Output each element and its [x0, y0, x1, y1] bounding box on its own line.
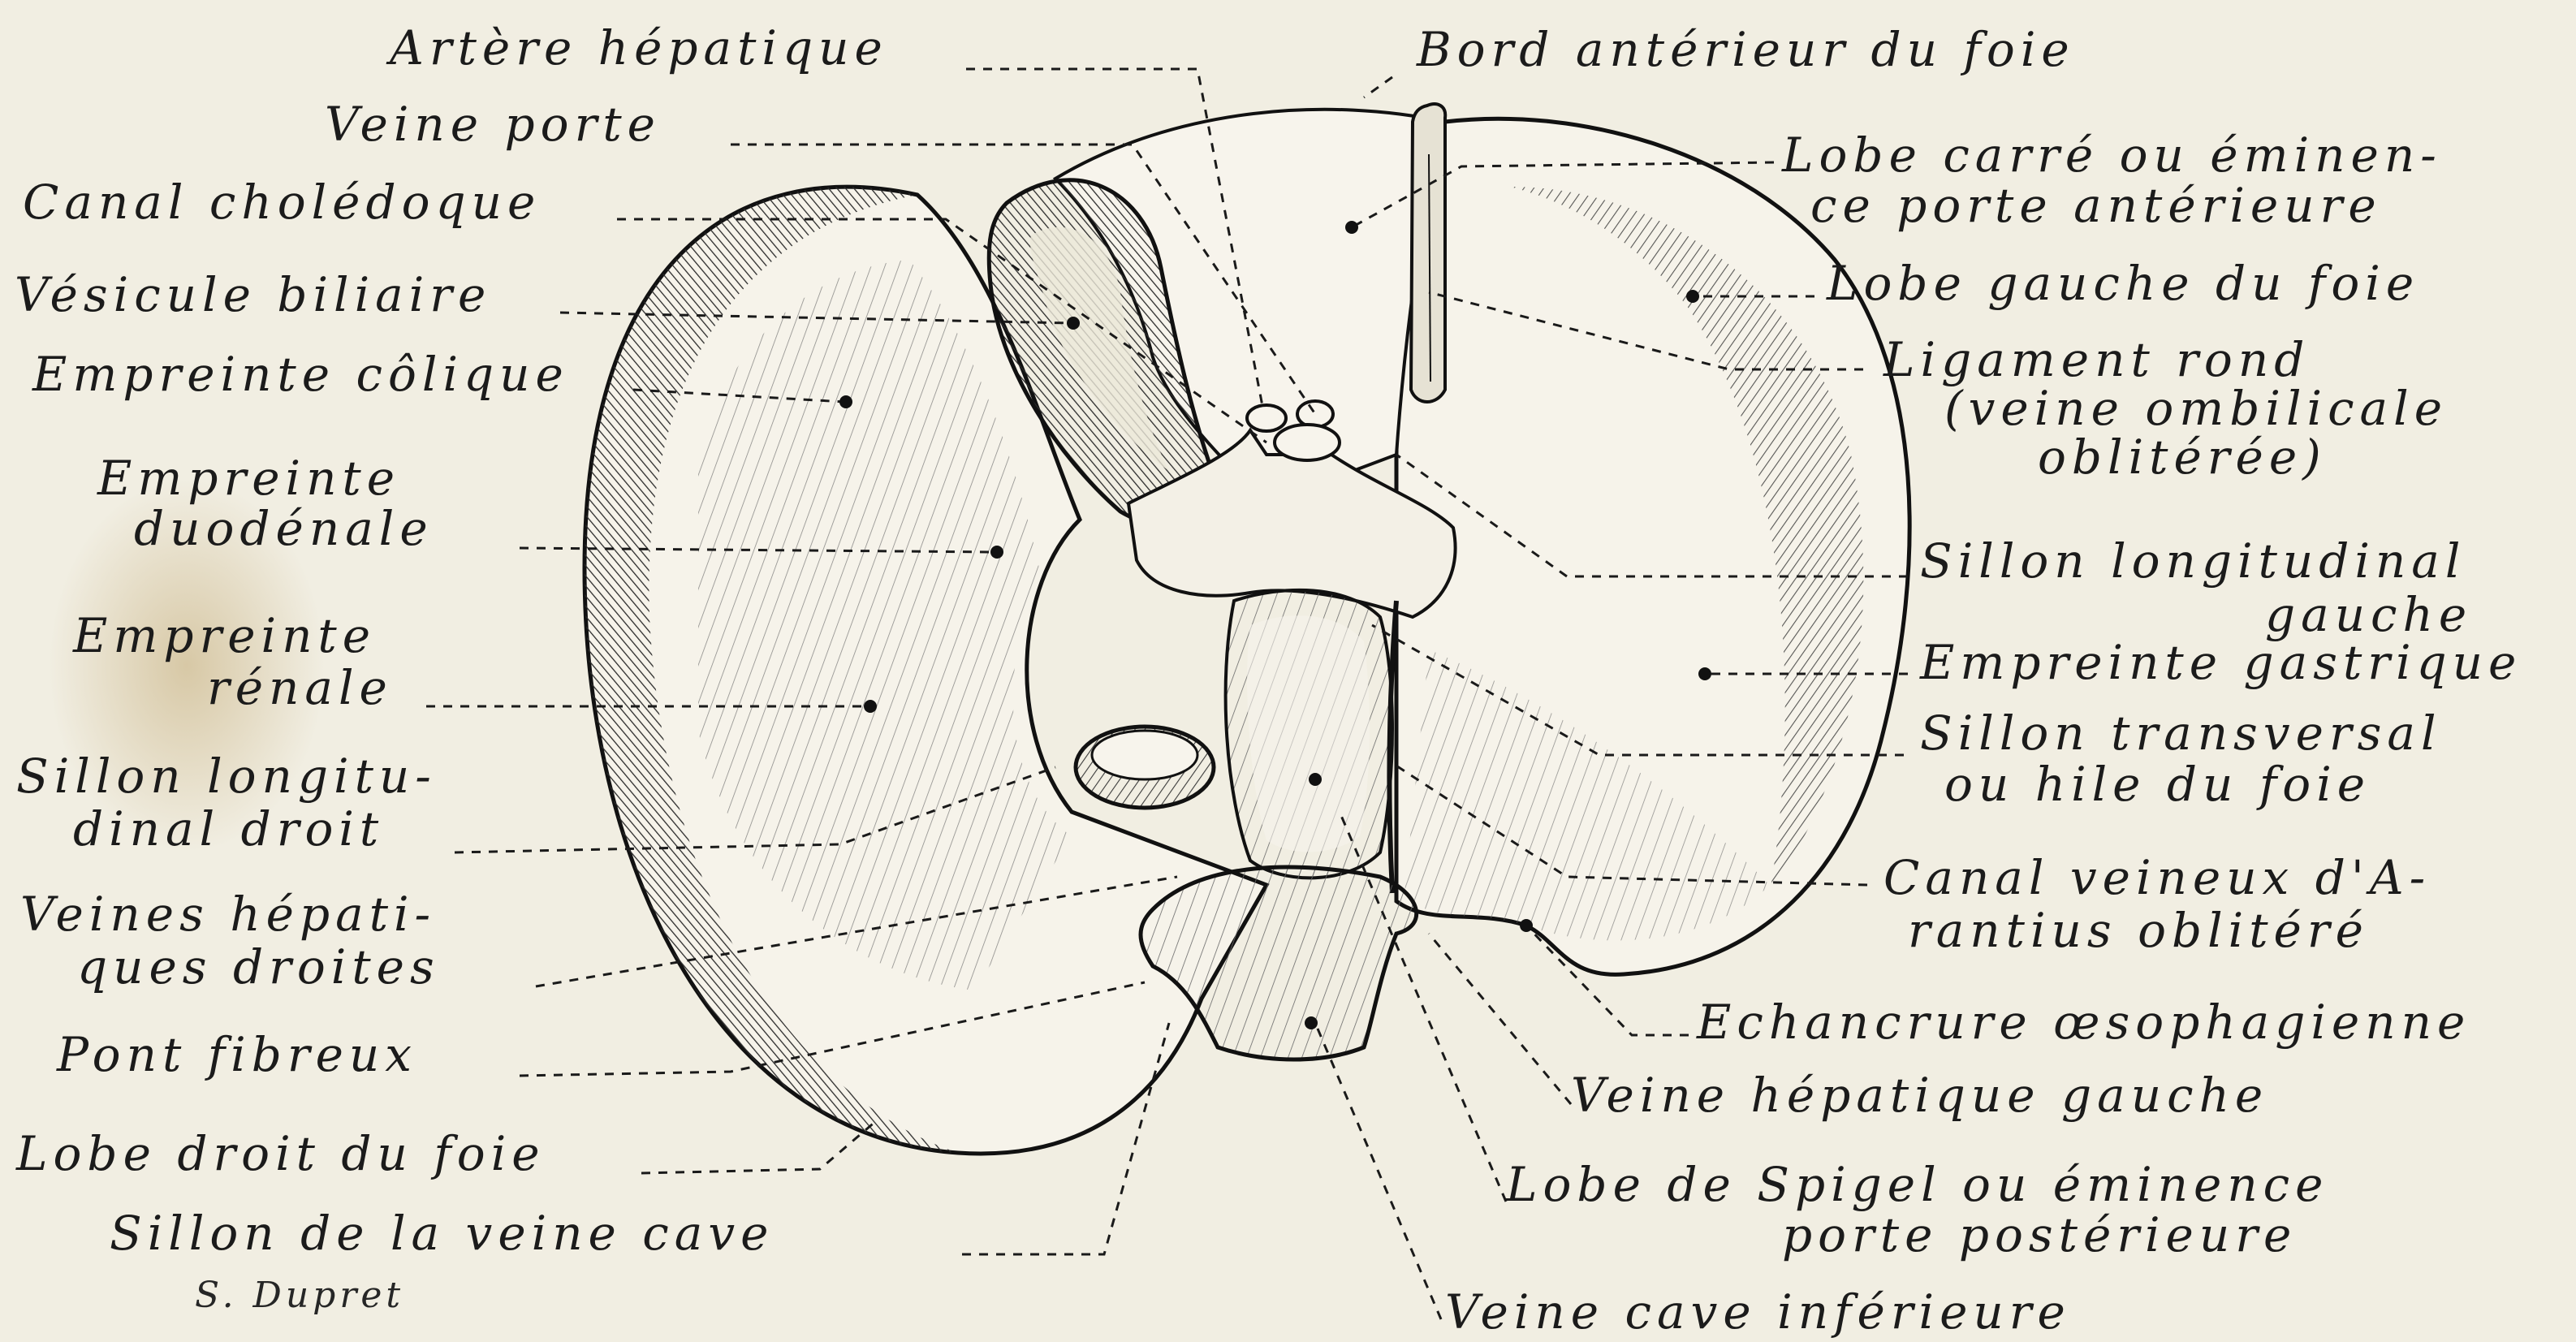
leader-veine-cave-inf: [1315, 1023, 1441, 1319]
dot-duodenale: [990, 546, 1003, 559]
right-hepatic-vein-lumen: [1092, 731, 1197, 779]
label-veine-porte: Veine porte: [325, 99, 661, 149]
label-veine-hep-gauche: Veine hépatique gauche: [1571, 1070, 2268, 1120]
dot-renale: [864, 700, 877, 713]
label-veines-droites-1: Veines hépati-: [20, 889, 436, 939]
artist-signature: S. Dupret: [195, 1275, 404, 1316]
label-empreinte-renale-1: Empreinte: [73, 611, 376, 661]
dot-colique: [839, 395, 852, 408]
label-sillon-gauche-2: gauche: [2265, 589, 2472, 640]
dot-vesicule: [1067, 317, 1080, 330]
label-sillon-transversal-2: ou hile du foie: [1944, 759, 2371, 809]
label-spigel-1: Lobe de Spigel ou éminence: [1506, 1159, 2328, 1210]
label-veines-droites-2: ques droites: [77, 942, 440, 992]
leader-veine-hep-gauche: [1429, 934, 1571, 1104]
bile-duct-ring: [1275, 425, 1340, 460]
label-sillon-droit-2: dinal droit: [73, 804, 384, 854]
label-empreinte-duodenale-2: duodénale: [134, 503, 434, 554]
label-canal-veineux-2: rantius oblitéré: [1908, 905, 2369, 956]
label-sillon-veine-cave: Sillon de la veine cave: [110, 1208, 774, 1258]
label-ligament-rond-3: oblitérée): [2038, 432, 2327, 482]
label-empreinte-colique: Empreinte côlique: [32, 349, 569, 399]
leader-lobe-droit: [641, 1120, 877, 1173]
label-spigel-2: porte postérieure: [1782, 1210, 2297, 1260]
dot-gastrique: [1698, 667, 1711, 680]
caudate-lobe-fill: [1247, 615, 1370, 852]
label-sillon-gauche-1: Sillon longitudinal: [1920, 536, 2466, 586]
label-ligament-rond-1: Ligament rond: [1883, 334, 2310, 385]
label-empreinte-renale-2: rénale: [207, 662, 393, 713]
label-lobe-droit: Lobe droit du foie: [16, 1128, 546, 1179]
hepatic-artery-ring: [1247, 405, 1286, 431]
label-empreinte-duodenale-1: Empreinte: [97, 453, 400, 503]
label-ligament-rond-2: (veine ombilicale: [1944, 383, 2448, 434]
label-lobe-carre-2: ce porte antérieure: [1810, 180, 2382, 231]
label-lobe-gauche: Lobe gauche du foie: [1827, 258, 2419, 309]
label-veine-cave-inf: Veine cave inférieure: [1445, 1287, 2071, 1337]
label-bord-anterieur: Bord antérieur du foie: [1417, 24, 2075, 75]
leader-bord-anterieur: [1364, 77, 1392, 97]
round-ligament: [1411, 104, 1445, 402]
dot-spigel: [1309, 773, 1322, 786]
label-empreinte-gastrique: Empreinte gastrique: [1920, 637, 2522, 688]
dot-veine-cave: [1305, 1016, 1318, 1029]
label-echancrure: Echancrure œsophagienne: [1697, 997, 2470, 1047]
label-artere-hepatique: Artère hépatique: [390, 23, 888, 73]
label-canal-veineux-1: Canal veineux d'A-: [1883, 852, 2431, 903]
label-sillon-droit-1: Sillon longitu-: [16, 751, 437, 801]
label-vesicule-biliaire: Vésicule biliaire: [15, 270, 491, 320]
dot-echancrure: [1520, 919, 1533, 932]
label-pont-fibreux: Pont fibreux: [57, 1029, 417, 1080]
label-lobe-carre-1: Lobe carré ou éminen-: [1782, 130, 2442, 180]
label-canal-choledoque: Canal cholédoque: [23, 177, 541, 227]
label-sillon-transversal-1: Sillon transversal: [1920, 708, 2442, 758]
dot-lobe-gauche: [1686, 290, 1699, 303]
dot-lobe-carre: [1345, 221, 1358, 234]
